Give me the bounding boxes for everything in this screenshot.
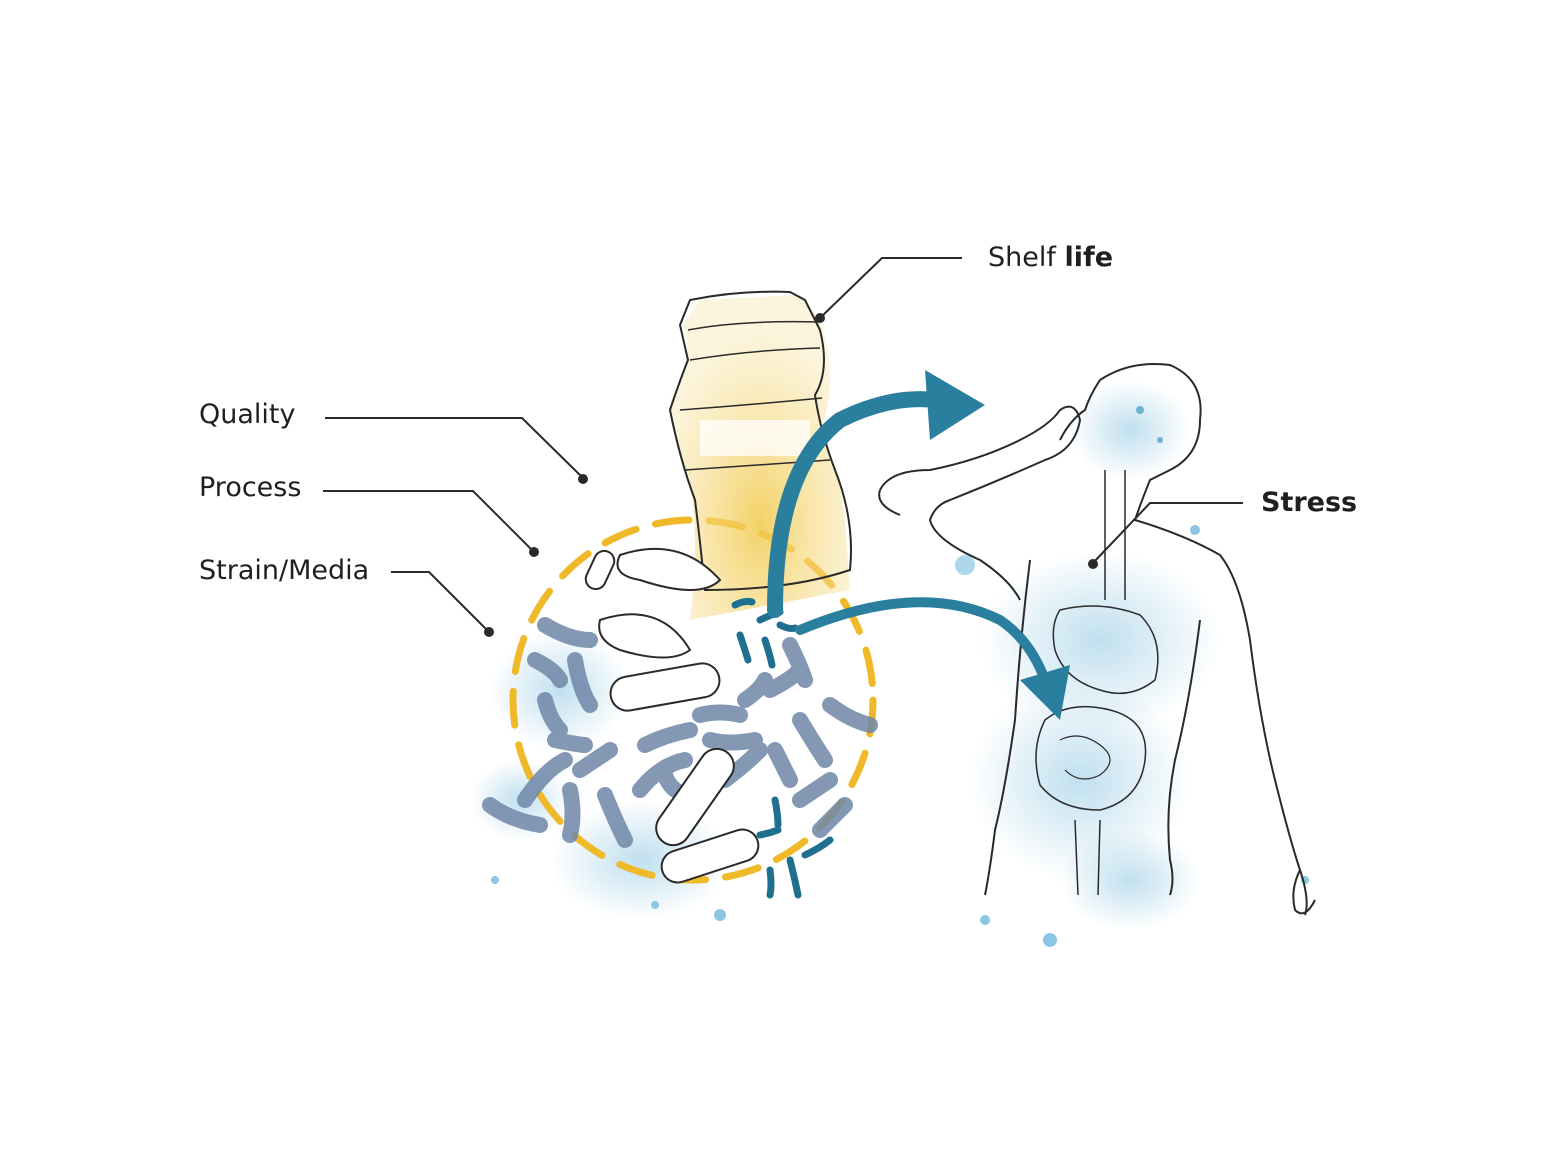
strain-callout-dot (484, 627, 494, 637)
quality-label: Quality (199, 399, 296, 430)
shelf-callout-dot (815, 313, 825, 323)
flow-arrows (767, 370, 1070, 720)
callout-lines (323, 257, 1243, 632)
callout-dots (484, 313, 1098, 637)
process-callout-dot (529, 547, 539, 557)
process-callout-line (323, 490, 534, 552)
shelf-callout-line (819, 257, 962, 319)
dashed-culture-circle (509, 516, 877, 884)
process-label: Process (199, 472, 302, 503)
shelf-life-bold: life (1064, 242, 1114, 273)
shelf-life-prefix: Shelf (988, 242, 1065, 273)
watercolor-splashes (470, 380, 1309, 947)
stress-callout-line (1092, 502, 1243, 564)
bottle-icon (668, 290, 852, 620)
human-figure (878, 363, 1316, 916)
quality-callout-dot (578, 474, 588, 484)
strain-callout-line (391, 571, 489, 632)
bacteria-cluster (482, 547, 878, 899)
strain-media-label: Strain/Media (199, 555, 370, 586)
stress-callout-dot (1088, 559, 1098, 569)
quality-callout-line (325, 417, 584, 479)
stress-label: Stress (1261, 487, 1358, 518)
shelf-life-label: Shelf life (988, 244, 1113, 271)
